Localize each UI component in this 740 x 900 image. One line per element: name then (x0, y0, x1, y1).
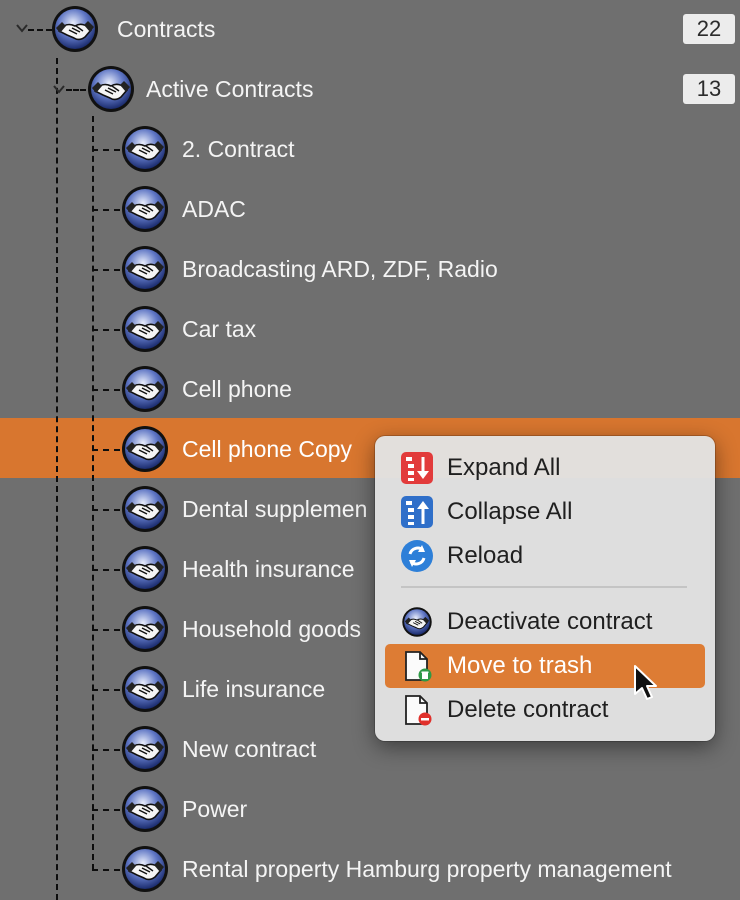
tree-connector-root (56, 58, 58, 900)
tree-connector (92, 449, 120, 451)
tree-leaf-label: 2. Contract (182, 136, 295, 162)
tree-leaf-label: Dental supplemen (182, 496, 368, 522)
menu-item-label: Reload (447, 542, 524, 569)
handshake-globe-icon (120, 184, 170, 234)
handshake-globe-icon (120, 244, 170, 294)
mouse-cursor-icon (632, 664, 662, 704)
tree-leaf-label: Rental property Hamburg property managem… (182, 856, 672, 882)
tree-connector (92, 689, 120, 691)
tree-node-label: Contracts (117, 16, 216, 42)
menu-item-label: Delete contract (447, 696, 609, 723)
handshake-globe-icon (120, 364, 170, 414)
menu-item-label: Collapse All (447, 498, 573, 525)
tree-leaf-label: Life insurance (182, 676, 326, 702)
handshake-globe-icon (120, 784, 170, 834)
tree-leaf-label: Broadcasting ARD, ZDF, Radio (182, 256, 498, 282)
handshake-globe-icon (86, 64, 136, 114)
tree-leaf-label: Health insurance (182, 556, 355, 582)
handshake-globe-icon (401, 606, 433, 638)
tree-connector (92, 329, 120, 331)
tree-connector (92, 569, 120, 571)
handshake-globe-icon (120, 304, 170, 354)
tree-connector (92, 509, 120, 511)
handshake-globe-icon (120, 664, 170, 714)
tree-leaf-label: Household goods (182, 616, 362, 642)
tree-connector (92, 389, 120, 391)
handshake-globe-icon (120, 604, 170, 654)
menu-item-label: Deactivate contract (447, 608, 653, 635)
menu-item-reload[interactable]: Reload (385, 534, 705, 578)
tree-leaf-label: Cell phone (182, 376, 292, 402)
tree-connector (28, 29, 52, 31)
tree-leaf-label: New contract (182, 736, 317, 762)
collapse-all-icon (401, 496, 433, 528)
context-menu: Expand All Collapse All (375, 436, 715, 741)
handshake-globe-icon (120, 724, 170, 774)
handshake-globe-icon (120, 424, 170, 474)
handshake-globe-icon (50, 4, 100, 54)
handshake-globe-icon (120, 484, 170, 534)
tree-connector-group (92, 116, 94, 870)
handshake-globe-icon (120, 544, 170, 594)
tree-connector (92, 629, 120, 631)
tree-leaf-label: Power (182, 796, 248, 822)
tree-connector (92, 209, 120, 211)
menu-separator (401, 586, 687, 588)
expand-all-icon (401, 452, 433, 484)
tree-leaf-label: Cell phone Copy (182, 436, 353, 462)
move-to-trash-icon (401, 650, 433, 682)
menu-item-deactivate-contract[interactable]: Deactivate contract (385, 600, 705, 644)
handshake-globe-icon (120, 844, 170, 894)
count-badge: 13 (683, 74, 735, 104)
reload-icon (401, 540, 433, 572)
handshake-globe-icon (120, 124, 170, 174)
count-badge: 22 (683, 14, 735, 44)
menu-item-delete-contract[interactable]: Delete contract (385, 688, 705, 732)
menu-item-label: Expand All (447, 454, 561, 481)
tree-leaf-label: Car tax (182, 316, 257, 342)
tree-connector (92, 869, 120, 871)
chevron-down-icon[interactable] (15, 21, 29, 35)
menu-item-collapse-all[interactable]: Collapse All (385, 490, 705, 534)
tree-connector (92, 149, 120, 151)
menu-item-move-to-trash[interactable]: Move to trash (385, 644, 705, 688)
tree-connector (66, 89, 86, 91)
tree-connector (92, 749, 120, 751)
tree-node-label: Active Contracts (146, 76, 314, 102)
tree-leaf-label: ADAC (182, 196, 246, 222)
chevron-down-icon[interactable] (52, 82, 66, 96)
tree-connector (92, 269, 120, 271)
menu-item-label: Move to trash (447, 652, 593, 679)
tree-connector (92, 809, 120, 811)
menu-item-expand-all[interactable]: Expand All (385, 446, 705, 490)
delete-contract-icon (401, 694, 433, 726)
